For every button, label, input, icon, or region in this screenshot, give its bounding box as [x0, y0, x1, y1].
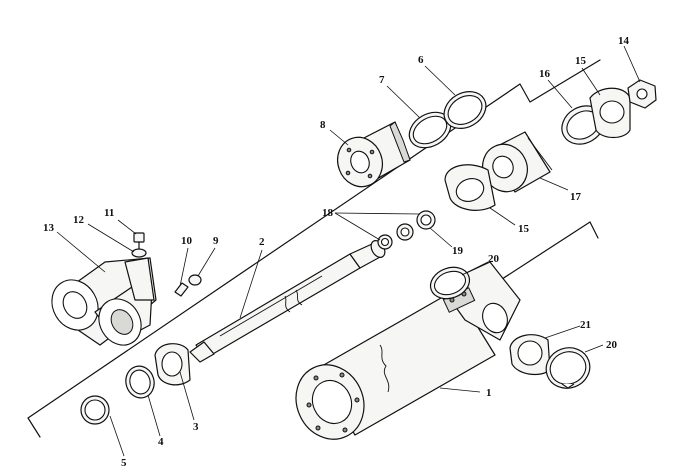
callout-1: 1 [486, 387, 492, 399]
part-20-ring-upper [429, 266, 471, 300]
part-15-seal-ring [589, 87, 631, 139]
callout-21: 21 [580, 319, 591, 331]
part-15-wear-ring [444, 164, 496, 211]
part-8-gland [337, 121, 411, 188]
part-14-nut [627, 79, 657, 109]
callout-9: 9 [213, 235, 219, 247]
callout-4: 4 [158, 436, 164, 448]
callout-14: 14 [618, 35, 630, 47]
callout-6: 6 [418, 54, 424, 66]
part-18-seal-rings [377, 223, 414, 250]
callout-20-lower: 20 [606, 339, 618, 351]
callout-12: 12 [73, 214, 85, 226]
part-5-snap-ring [80, 395, 110, 425]
part-4-ring [125, 365, 155, 399]
callout-11: 11 [104, 207, 114, 219]
part-13-clevis [51, 257, 157, 346]
part-12-washer [131, 248, 147, 258]
callout-5: 5 [121, 457, 127, 469]
part-7-ring [408, 111, 452, 149]
callout-labels: 1 2 3 4 5 6 7 8 9 10 11 12 13 14 15 15 1… [43, 35, 630, 469]
part-3-bushing [154, 343, 191, 386]
leader-lines [56, 45, 641, 457]
callout-15-lower: 15 [518, 223, 530, 235]
callout-13: 13 [43, 222, 55, 234]
part-2-piston-rod [189, 240, 386, 363]
callout-10: 10 [181, 235, 193, 247]
part-21-bushing [509, 334, 551, 376]
callout-17: 17 [570, 191, 582, 203]
callout-20-upper: 20 [488, 253, 500, 265]
part-20-snap-ring [545, 347, 591, 389]
callout-16: 16 [539, 68, 551, 80]
callout-7: 7 [379, 74, 385, 86]
callout-19: 19 [452, 245, 464, 257]
part-19-seal-ring [416, 210, 436, 230]
callout-15-upper: 15 [575, 55, 587, 67]
part-17-piston [482, 131, 553, 193]
part-6-ring [443, 91, 487, 129]
part-9-cap [188, 274, 202, 286]
callout-3: 3 [193, 421, 199, 433]
callout-2: 2 [259, 236, 265, 248]
callout-8: 8 [320, 119, 326, 131]
part-10-fitting [174, 282, 189, 297]
callout-18: 18 [322, 207, 334, 219]
